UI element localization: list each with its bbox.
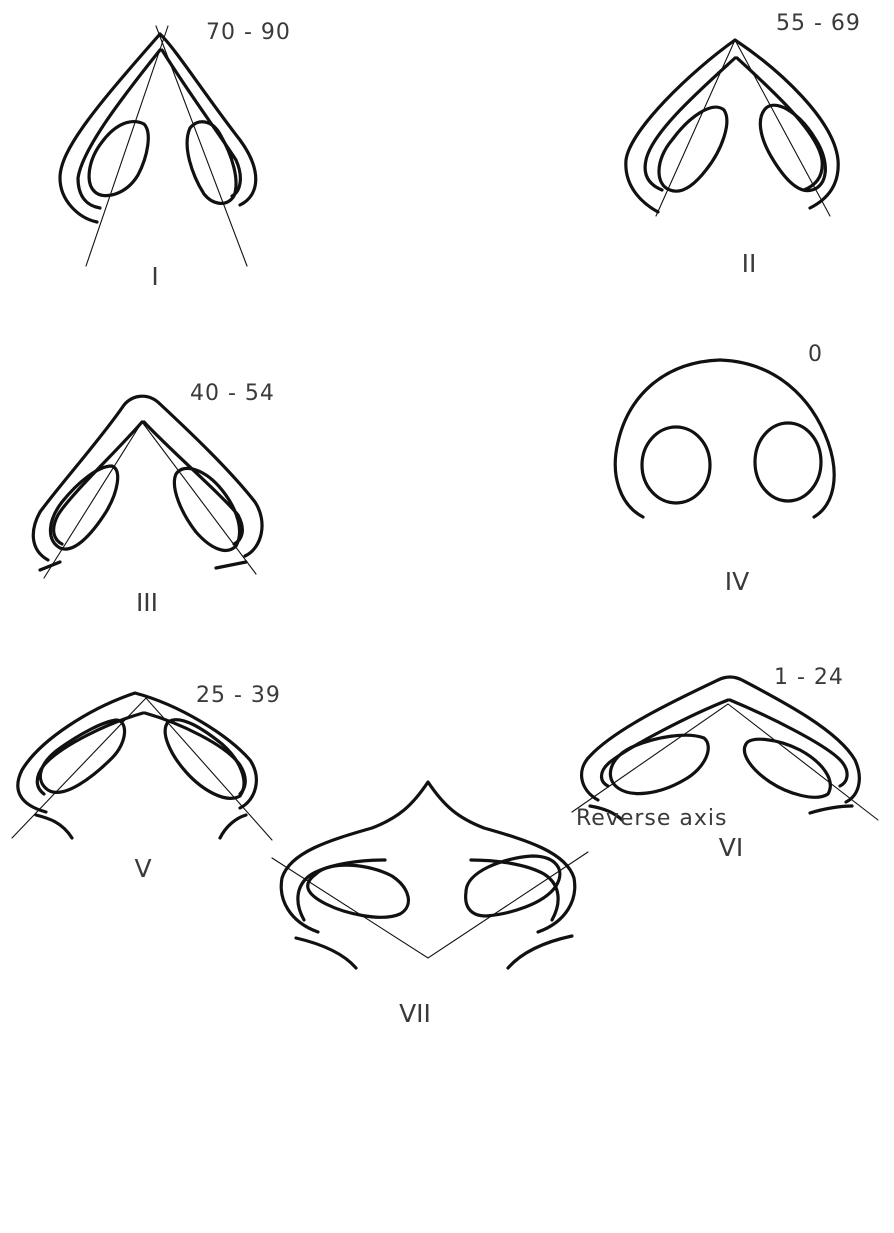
axis-angle-range: 40 - 54 [190,381,275,406]
ala-outline-right [720,360,834,517]
nostril-right [165,720,244,799]
figure-type-i: I 70 - 90 [60,20,291,291]
nostril-left [610,735,708,793]
figure-numeral: I [151,262,158,291]
ala-base-left [296,938,356,968]
nostril-axis-right [156,26,247,266]
ala-base-right [810,806,852,813]
figure-numeral: VI [719,833,743,862]
figure-type-iv: IV 0 [615,342,834,596]
ala-base-right [216,562,246,568]
figure-numeral: II [742,249,757,278]
figure-type-vi: VI 1 - 24 [572,665,878,862]
axis-angle-range: 55 - 69 [776,11,861,36]
nostril-left [642,427,710,503]
axis-angle-range: Reverse axis [576,806,728,831]
nostril-right [744,739,830,797]
ala-outline-left [615,360,720,517]
axis-angle-range: 1 - 24 [774,665,844,690]
ala-outline [60,34,256,222]
nostril-axis [572,704,878,820]
figure-type-vii: VII Reverse axis [272,782,728,1028]
figure-numeral: IV [725,567,749,596]
nostril-axis [272,852,588,958]
axis-angle-range: 0 [808,342,823,367]
nostril-right [755,423,821,501]
figure-numeral: V [134,854,151,883]
figure-numeral: VII [399,999,431,1028]
nostril-left [50,466,117,549]
ala-base-right [508,936,572,968]
nostril-axis-left [656,40,735,216]
axis-angle-range: 25 - 39 [196,683,281,708]
ala-base-right [220,815,246,838]
figure-type-iii: III 40 - 54 [33,381,275,617]
ala-base-left [36,815,72,838]
ala-outline [582,677,860,802]
axis-angle-range: 70 - 90 [206,20,291,45]
figure-numeral: III [136,588,158,617]
figure-type-ii: II 55 - 69 [626,11,861,278]
nostril-axis-right [735,40,830,216]
figure-type-v: V 25 - 39 [12,683,281,883]
nostril-right [187,122,236,204]
